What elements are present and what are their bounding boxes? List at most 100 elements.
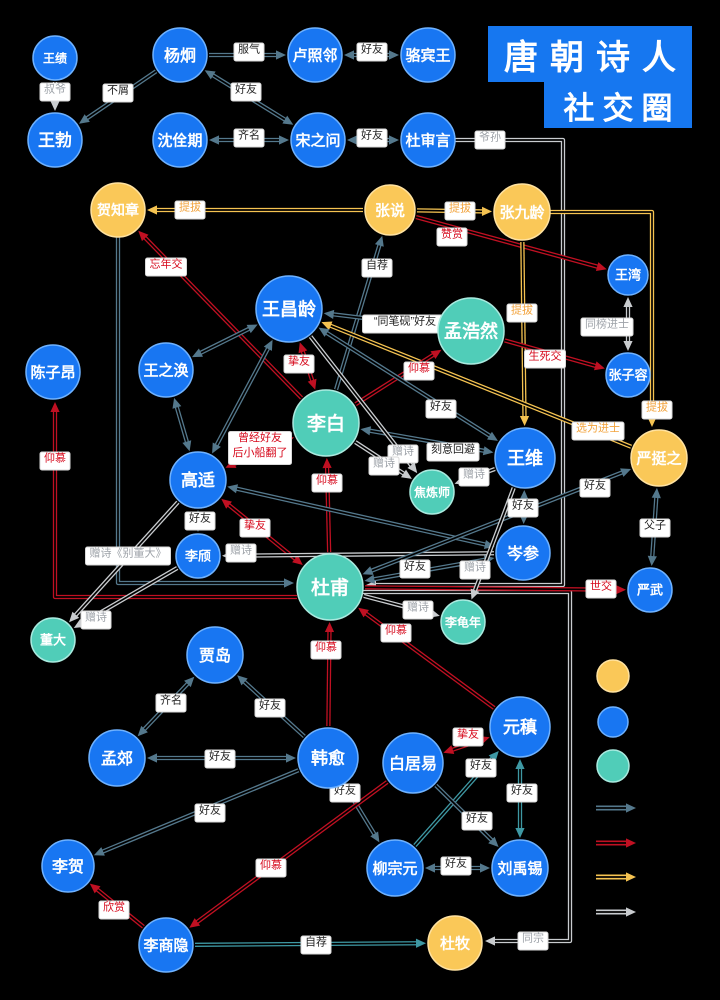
node-meng-haoran[interactable]: 孟浩然: [437, 297, 505, 365]
node-circle[interactable]: [630, 429, 688, 487]
node-wang-ji[interactable]: 王绩: [32, 35, 78, 81]
node-shen-quanqi[interactable]: 沈佺期: [152, 112, 208, 168]
edge-label-box: [571, 421, 625, 441]
arrowhead-icon: [515, 828, 525, 838]
node-du-mu[interactable]: 杜牧: [427, 915, 483, 971]
node-circle[interactable]: [627, 567, 673, 613]
node-circle[interactable]: [605, 352, 651, 398]
node-circle[interactable]: [90, 182, 146, 238]
node-zhang-zirong[interactable]: 张子容: [605, 352, 651, 398]
node-luo-binwang[interactable]: 骆宾王: [400, 27, 456, 83]
edge-label-box: [399, 559, 431, 579]
arrowhead-icon: [488, 750, 499, 762]
node-circle[interactable]: [437, 297, 505, 365]
node-li-shangyin[interactable]: 李商隐: [138, 917, 194, 973]
node-circle[interactable]: [88, 729, 146, 787]
node-zhang-yue[interactable]: 张说: [364, 184, 416, 236]
node-du-shenyan[interactable]: 杜审言: [400, 112, 456, 168]
node-circle[interactable]: [493, 183, 551, 241]
edge-label-text: 赠诗: [463, 467, 485, 481]
node-liu-yuxi[interactable]: 刘禹锡: [491, 839, 549, 897]
node-circle[interactable]: [255, 275, 323, 343]
edge-wang-zhihuan-gao-shi: [172, 397, 192, 452]
node-chen-ziang[interactable]: 陈子昂: [25, 344, 81, 400]
node-jia-dao[interactable]: 贾岛: [186, 626, 244, 684]
edge-line-core: [174, 403, 189, 446]
node-circle[interactable]: [186, 626, 244, 684]
node-wang-bo[interactable]: 王勃: [27, 112, 83, 168]
node-bai-juyi[interactable]: 白居易: [382, 732, 444, 794]
node-circle[interactable]: [152, 27, 208, 83]
node-circle[interactable]: [169, 451, 227, 509]
node-han-yu[interactable]: 韩愈: [297, 727, 359, 789]
node-zhang-jiuling[interactable]: 张九龄: [493, 183, 551, 241]
node-circle[interactable]: [25, 344, 81, 400]
edge-du-fu-chen-ziang: [50, 402, 297, 600]
node-circle[interactable]: [138, 917, 194, 973]
edge-label-text: 好友: [404, 559, 426, 573]
node-gao-shi[interactable]: 高适: [169, 451, 227, 509]
node-circle[interactable]: [290, 112, 346, 168]
node-song-zhiwen[interactable]: 宋之问: [290, 112, 346, 168]
edge-label-box: [228, 431, 292, 465]
node-circle[interactable]: [382, 732, 444, 794]
node-he-zhizhang[interactable]: 贺知章: [90, 182, 146, 238]
edge-label-text: 选为进士: [576, 422, 620, 435]
node-circle[interactable]: [364, 184, 416, 236]
node-circle[interactable]: [427, 915, 483, 971]
edge-label-box: [233, 128, 265, 148]
edge-label-text: 同榜进士: [585, 317, 629, 331]
node-circle[interactable]: [287, 27, 343, 83]
node-circle[interactable]: [607, 254, 649, 296]
node-liu-zongyuan[interactable]: 柳宗元: [366, 839, 424, 897]
node-li-qi[interactable]: 李颀: [175, 533, 221, 579]
node-circle[interactable]: [491, 839, 549, 897]
node-circle[interactable]: [440, 599, 486, 645]
node-circle[interactable]: [366, 839, 424, 897]
node-circle[interactable]: [297, 727, 359, 789]
node-circle[interactable]: [41, 839, 95, 893]
edge-label: 爷孙: [474, 130, 506, 150]
node-li-he[interactable]: 李贺: [41, 839, 95, 893]
node-circle[interactable]: [292, 389, 360, 457]
node-circle[interactable]: [175, 533, 221, 579]
arrowhead-icon: [362, 566, 374, 575]
node-circle[interactable]: [400, 27, 456, 83]
node-lu-zhaolin[interactable]: 卢照邻: [287, 27, 343, 83]
node-li-guinian[interactable]: 李龟年: [440, 599, 486, 645]
node-meng-jiao[interactable]: 孟郊: [88, 729, 146, 787]
edge-label-box: [436, 227, 468, 247]
node-yuan-zhen[interactable]: 元稹: [489, 696, 551, 758]
node-wang-changling[interactable]: 王昌龄: [255, 275, 323, 343]
node-circle[interactable]: [138, 342, 194, 398]
node-circle[interactable]: [409, 469, 455, 515]
node-wang-wei[interactable]: 王维: [494, 427, 556, 489]
page-title-line1: 唐朝诗人: [488, 26, 692, 82]
node-li-bai[interactable]: 李白: [292, 389, 360, 457]
node-wang-zhihuan[interactable]: 王之涣: [138, 342, 194, 398]
edge-label: 挚友: [452, 727, 484, 747]
node-circle[interactable]: [494, 427, 556, 489]
node-yang-jiong[interactable]: 杨炯: [152, 27, 208, 83]
node-cen-shen[interactable]: 岑参: [495, 525, 551, 581]
node-wang-wan[interactable]: 王湾: [607, 254, 649, 296]
edge-label-box: [580, 317, 634, 337]
node-circle[interactable]: [489, 696, 551, 758]
edge-label-box: [80, 610, 112, 630]
node-circle[interactable]: [400, 112, 456, 168]
node-circle[interactable]: [32, 35, 78, 81]
node-circle[interactable]: [495, 525, 551, 581]
node-circle[interactable]: [27, 112, 83, 168]
node-circle[interactable]: [296, 553, 364, 621]
edge-label-text: 齐名: [238, 128, 260, 142]
node-circle[interactable]: [152, 112, 208, 168]
arrowhead-icon: [482, 446, 494, 456]
arrowhead-icon: [279, 135, 289, 145]
node-du-fu[interactable]: 杜甫: [296, 553, 364, 621]
node-yan-tingzhi[interactable]: 严挺之: [630, 429, 688, 487]
node-circle[interactable]: [30, 617, 76, 663]
node-jiao-lianshi[interactable]: 焦炼师: [409, 469, 455, 515]
arrowhead-icon: [344, 50, 354, 60]
node-dong-da[interactable]: 董大: [30, 617, 76, 663]
node-yan-wu[interactable]: 严武: [627, 567, 673, 613]
